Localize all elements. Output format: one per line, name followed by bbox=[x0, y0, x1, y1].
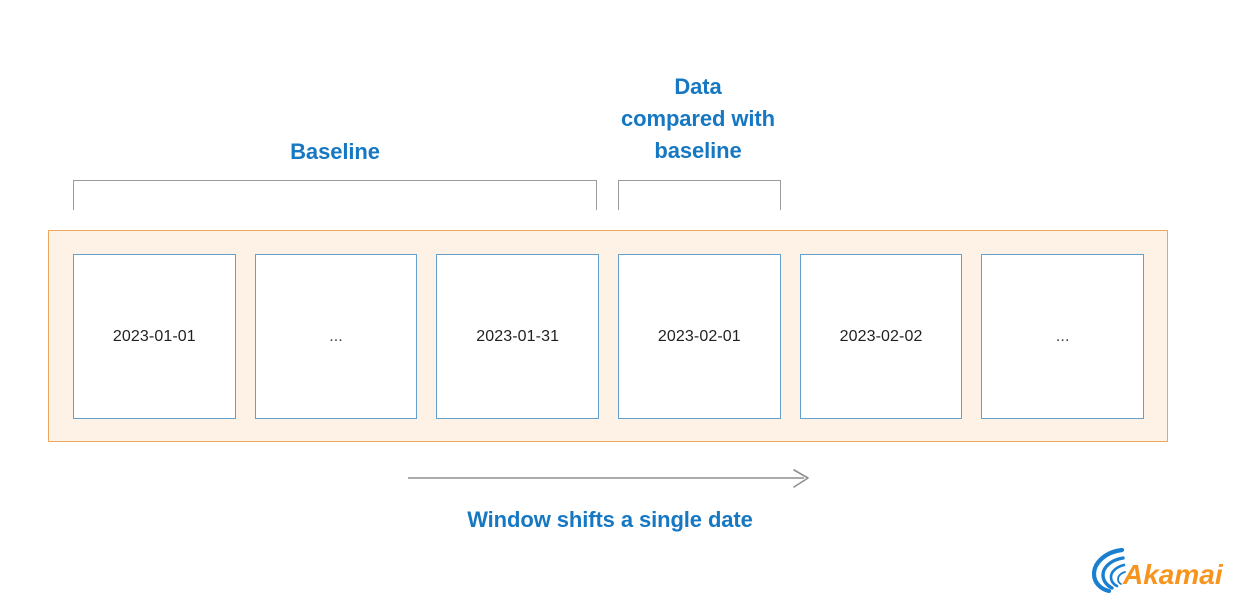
baseline-bracket bbox=[73, 180, 597, 210]
shift-caption-label: Window shifts a single date bbox=[467, 507, 753, 532]
day-cell-label: 2023-01-01 bbox=[112, 327, 196, 345]
day-cell-label: ... bbox=[1055, 327, 1070, 345]
day-cell-label: 2023-02-01 bbox=[657, 327, 741, 345]
day-cell-label: 2023-01-31 bbox=[476, 327, 560, 345]
akamai-logo: Akamai bbox=[1092, 546, 1230, 596]
shift-direction-arrow-icon bbox=[408, 468, 812, 494]
day-cell-label: ... bbox=[329, 327, 343, 345]
day-cell: 2023-01-01 bbox=[73, 254, 236, 419]
day-cell: ... bbox=[254, 254, 418, 419]
day-cell: 2023-02-01 bbox=[618, 254, 781, 419]
akamai-wordmark: Akamai bbox=[1122, 559, 1224, 590]
day-cell-row: 2023-01-01 ... 2023-01-31 2023-02-01 202… bbox=[73, 254, 1145, 419]
day-cell: ... bbox=[981, 254, 1145, 419]
baseline-group-label: Baseline bbox=[290, 139, 380, 164]
day-cell-label: 2023-02-02 bbox=[839, 327, 923, 345]
day-cell: 2023-02-02 bbox=[799, 254, 963, 419]
day-cell: 2023-01-31 bbox=[436, 254, 600, 419]
compared-with-baseline-group-label: Data compared with baseline bbox=[621, 74, 775, 163]
akamai-swirl-icon bbox=[1092, 547, 1126, 594]
compared-with-baseline-bracket bbox=[618, 180, 781, 210]
